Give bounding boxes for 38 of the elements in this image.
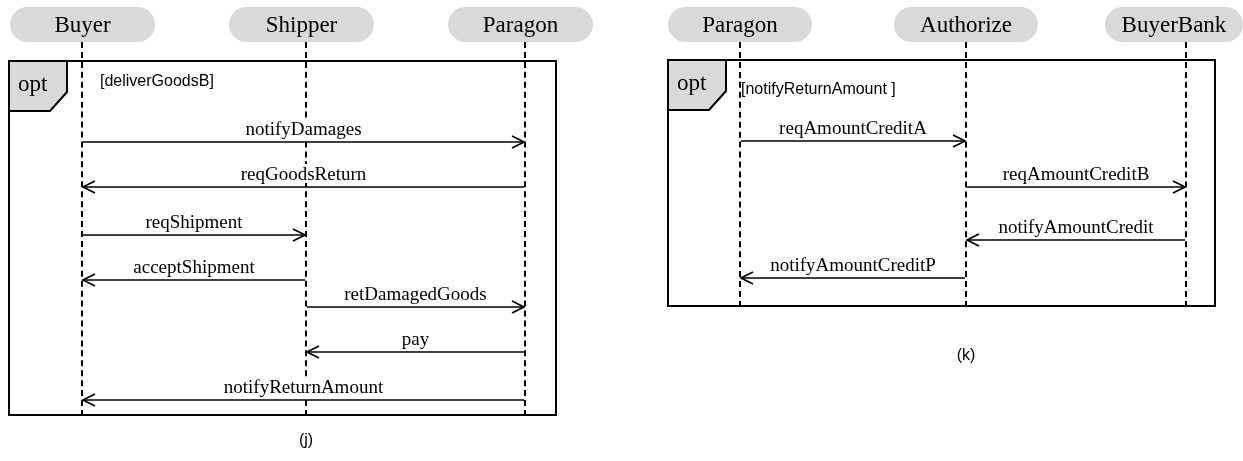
message-label: reqAmountCreditA xyxy=(778,118,928,137)
message-arrow xyxy=(966,180,1186,194)
message-arrow xyxy=(740,134,966,148)
message-label: reqAmountCreditB xyxy=(1001,164,1151,183)
guard-condition: [notifyReturnAmount ] xyxy=(741,81,896,97)
participant-head: Shipper xyxy=(229,7,374,42)
message-arrow xyxy=(82,228,306,242)
participant-head: BuyerBank xyxy=(1105,7,1243,42)
guard-condition: [deliverGoodsB] xyxy=(100,73,214,89)
message-label: retDamagedGoods xyxy=(343,284,488,303)
participant-head: Authorize xyxy=(894,7,1038,42)
message-label: reqShipment xyxy=(144,212,244,231)
message-label: notifyReturnAmount xyxy=(222,377,385,396)
message-arrow xyxy=(306,345,525,359)
participant-head: Buyer xyxy=(10,7,155,42)
participant-head: Paragon xyxy=(668,7,812,42)
lifeline xyxy=(524,42,526,416)
message-arrow xyxy=(82,135,525,149)
fragment-tab: opt xyxy=(667,59,727,111)
message-label: notifyAmountCreditP xyxy=(769,255,937,274)
message-arrow xyxy=(306,300,525,314)
participant-head: Paragon xyxy=(448,7,593,42)
lifeline xyxy=(81,42,83,416)
message-label: acceptShipment xyxy=(132,257,256,276)
figure-caption: (j) xyxy=(298,432,314,448)
message-arrow xyxy=(82,273,306,287)
message-arrow xyxy=(966,233,1186,247)
lifeline xyxy=(1185,42,1187,307)
message-label: reqGoodsReturn xyxy=(239,164,368,183)
message-arrow xyxy=(740,271,966,285)
lifeline xyxy=(739,42,741,307)
message-arrow xyxy=(82,180,525,194)
lifeline xyxy=(965,42,967,307)
message-arrow xyxy=(82,393,525,407)
message-label: notifyAmountCredit xyxy=(997,217,1155,236)
fragment-tab: opt xyxy=(8,60,68,112)
figure-caption: (k) xyxy=(956,347,976,363)
message-label: notifyDamages xyxy=(244,119,363,138)
